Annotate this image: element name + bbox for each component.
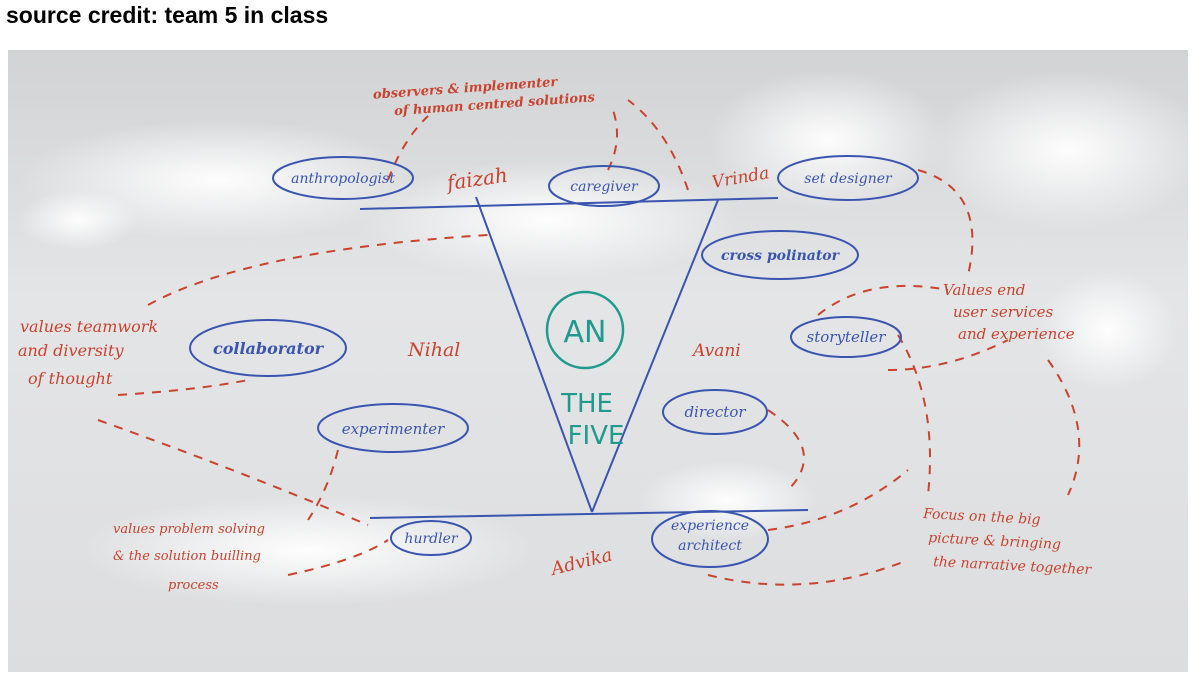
- role-caregiver: caregiver: [570, 179, 639, 195]
- note-big-picture: Focus on the big picture & bringing the …: [922, 506, 1093, 578]
- note-big-picture-line-1: Focus on the big: [922, 506, 1041, 528]
- role-storyteller: storyteller: [807, 328, 887, 346]
- note-problem-solving-line-2: & the solution builling: [113, 549, 261, 564]
- note-teamwork: values teamwork and diversity of thought: [18, 317, 158, 388]
- connector-arrows: [97, 99, 1081, 586]
- role-experience-architect-line-2: architect: [678, 538, 742, 554]
- note-big-picture-line-2: picture & bringing: [928, 530, 1062, 553]
- role-set-designer: set designer: [804, 171, 893, 187]
- member-avani: Avani: [691, 341, 741, 361]
- light-glare: [18, 70, 1188, 605]
- member-advika: Advika: [547, 544, 614, 580]
- member-nihal: Nihal: [407, 339, 460, 361]
- logo-line-2: FIVE: [568, 421, 625, 451]
- logo-line-1: THE: [560, 389, 613, 419]
- page-caption: source credit: team 5 in class: [6, 2, 329, 28]
- note-end-user-line-3: and experience: [958, 325, 1075, 343]
- whiteboard-photo: AN THE FIVE anthropologist caregiver set…: [8, 50, 1188, 672]
- role-experience-architect-line-1: experience: [671, 518, 749, 534]
- note-observers: observers & implementer of human centred…: [373, 75, 596, 119]
- whiteboard-drawing: AN THE FIVE anthropologist caregiver set…: [18, 70, 1188, 605]
- team-logo: AN THE FIVE: [545, 290, 625, 451]
- role-cross-polinator: cross polinator: [721, 248, 841, 264]
- note-teamwork-line-1: values teamwork: [20, 317, 158, 336]
- logo-monogram: AN: [564, 315, 607, 350]
- role-clouds: [189, 155, 919, 568]
- role-anthropologist: anthropologist: [291, 171, 395, 187]
- note-problem-solving-line-1: values problem solving: [113, 522, 265, 537]
- note-end-user: Values end user services and experience: [943, 281, 1075, 343]
- role-collaborator: collaborator: [213, 339, 325, 358]
- role-director: director: [684, 403, 746, 421]
- note-end-user-line-2: user services: [953, 303, 1053, 321]
- role-labels: anthropologist caregiver set designer cr…: [213, 171, 893, 554]
- role-experimenter: experimenter: [342, 420, 445, 438]
- note-big-picture-line-3: the narrative together: [933, 554, 1093, 578]
- note-problem-solving: values problem solving & the solution bu…: [113, 522, 265, 593]
- note-teamwork-line-2: and diversity: [18, 341, 124, 360]
- note-teamwork-line-3: of thought: [28, 369, 113, 388]
- triangle-diagram: [359, 196, 809, 519]
- note-end-user-line-1: Values end: [943, 281, 1025, 299]
- role-hurdler: hurdler: [404, 531, 458, 547]
- note-problem-solving-line-3: process: [168, 578, 219, 593]
